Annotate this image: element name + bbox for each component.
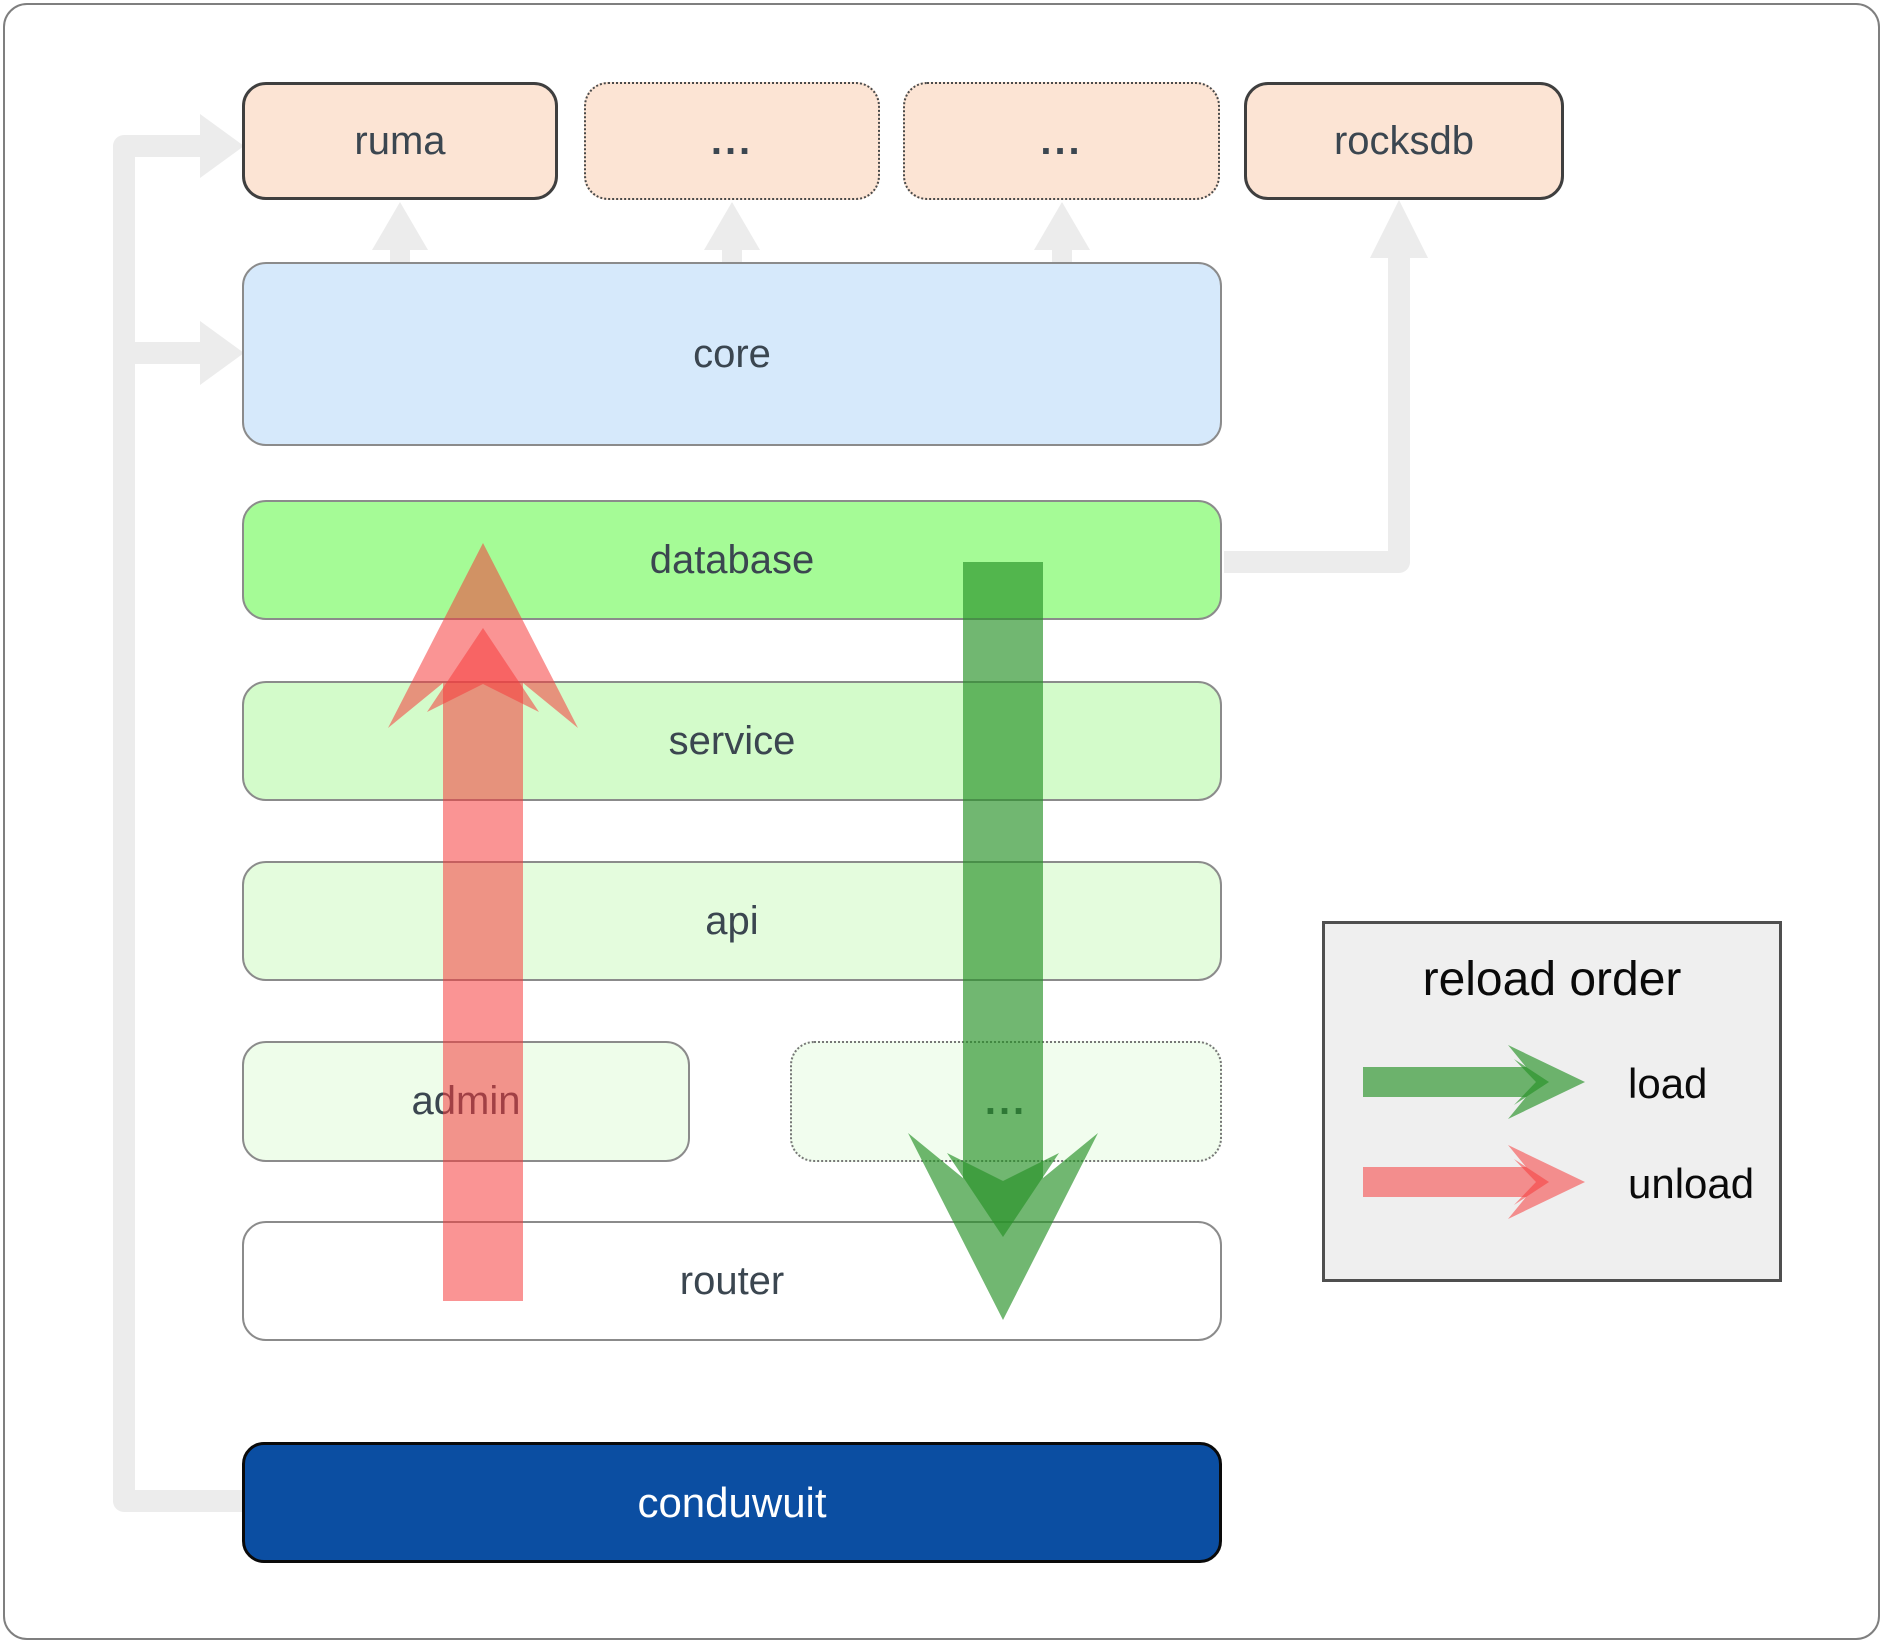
arrowhead-into-rocksdb-icon — [1370, 200, 1428, 258]
node-ellipsis-mid: ... — [790, 1041, 1222, 1162]
node-api-label: api — [705, 898, 759, 943]
node-core-label: core — [693, 331, 771, 376]
legend-box: reload order load unload — [1322, 921, 1782, 1282]
arrowhead-into-ruma-icon — [200, 114, 244, 178]
legend-load-label: load — [1628, 1060, 1708, 1107]
arrowhead-core-ellipsis2-icon — [1034, 202, 1090, 250]
node-service: service — [242, 681, 1222, 801]
node-api: api — [242, 861, 1222, 981]
node-ellipsis-top-1: ... — [584, 82, 880, 200]
node-ellipsis-mid-label: ... — [984, 1079, 1028, 1123]
node-ellipsis-top-2: ... — [903, 82, 1220, 200]
node-rocksdb-label: rocksdb — [1333, 118, 1475, 163]
conduwuit-to-ruma-connector — [113, 135, 250, 1512]
arrowhead-core-ellipsis1-icon — [704, 202, 760, 250]
outer-frame — [3, 3, 1880, 1640]
node-admin: admin — [242, 1041, 690, 1162]
node-service-label: service — [668, 718, 796, 763]
node-conduwuit-label: conduwuit — [637, 1478, 827, 1526]
node-router: router — [242, 1221, 1222, 1341]
node-ellipsis-top-1-label: ... — [710, 118, 754, 163]
node-rocksdb: rocksdb — [1244, 82, 1564, 200]
arrowhead-core-ruma-icon — [372, 202, 428, 250]
node-database-label: database — [649, 537, 815, 582]
node-ruma-label: ruma — [354, 118, 446, 163]
legend-unload-label: unload — [1628, 1160, 1755, 1207]
node-admin-label: admin — [411, 1079, 521, 1123]
node-database: database — [242, 500, 1222, 620]
arrowhead-into-core-icon — [200, 321, 244, 385]
node-router-label: router — [679, 1258, 785, 1303]
database-to-rocksdb-connector — [1224, 252, 1410, 573]
node-ellipsis-top-2-label: ... — [1040, 118, 1083, 163]
node-ruma: ruma — [242, 82, 558, 200]
legend-title: reload order — [1422, 953, 1682, 1006]
node-conduwuit: conduwuit — [242, 1442, 1222, 1563]
node-core: core — [242, 262, 1222, 446]
